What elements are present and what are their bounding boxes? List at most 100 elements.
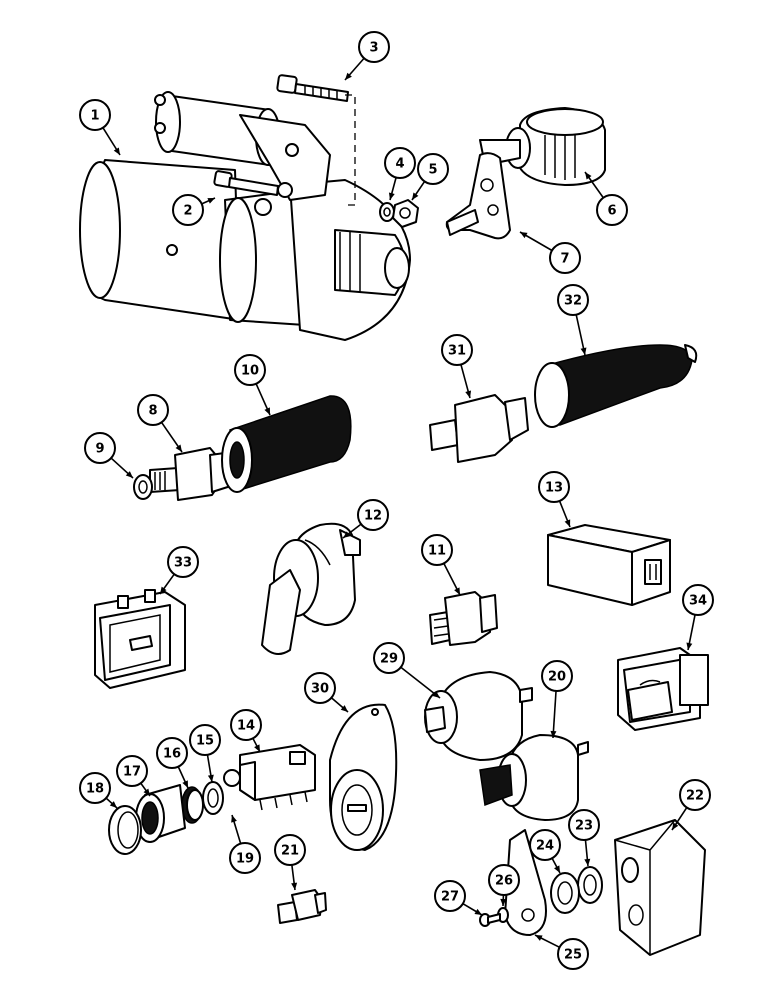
callout-number: 3 <box>369 41 378 56</box>
callout-number: 11 <box>428 544 446 559</box>
leader-arrow-13 <box>564 519 571 527</box>
leader-arrow-31 <box>465 390 472 398</box>
rocker-switch-part-33-drawing <box>94 589 186 689</box>
callout-number: 9 <box>95 442 104 457</box>
nut-part-5-drawing <box>392 199 419 228</box>
switch-part-14-drawing <box>223 744 316 811</box>
callout-26: 26 <box>488 864 520 896</box>
washer-part-4-drawing <box>379 202 395 222</box>
ring-part-15-drawing <box>202 781 224 815</box>
callout-circle <box>682 584 714 616</box>
callout-3: 3 <box>358 31 390 63</box>
leader-line-20 <box>552 690 557 739</box>
callout-number: 6 <box>607 204 616 219</box>
leader-arrow-33 <box>160 586 167 594</box>
screw-part-27-drawing <box>479 913 501 927</box>
callout-number: 13 <box>545 481 563 496</box>
leader-arrow-22 <box>672 822 679 830</box>
leader-arrow-1 <box>113 147 120 155</box>
callout-4: 4 <box>384 147 416 179</box>
callout-6: 6 <box>596 194 628 226</box>
callout-circle <box>156 737 188 769</box>
callout-circle <box>441 334 473 366</box>
washer-part-9-drawing <box>133 474 153 500</box>
callout-number: 17 <box>123 765 141 780</box>
callout-number: 33 <box>174 556 192 571</box>
callout-number: 2 <box>183 204 192 219</box>
callout-circle <box>434 880 466 912</box>
callout-circle <box>538 471 570 503</box>
callout-5: 5 <box>417 153 449 185</box>
callout-circle <box>357 499 389 531</box>
switch-part-20-drawing <box>479 734 589 821</box>
callout-24: 24 <box>529 829 561 861</box>
callout-circle <box>417 153 449 185</box>
callout-number: 5 <box>428 163 437 178</box>
pressure-switch-part-11-drawing <box>429 591 498 646</box>
callout-30: 30 <box>304 672 336 704</box>
leader-arrow-14 <box>254 744 260 752</box>
leader-arrow-20 <box>550 730 557 738</box>
leader-arrow-11 <box>454 587 460 595</box>
box-part-22-drawing <box>614 819 706 956</box>
leader-arrow-25 <box>535 935 543 941</box>
washer-part-23-drawing <box>577 866 603 904</box>
callout-number: 31 <box>448 344 466 359</box>
callout-number: 14 <box>237 719 255 734</box>
callout-circle <box>541 660 573 692</box>
leader-arrow-9 <box>125 471 133 478</box>
leader-arrow-19 <box>231 815 237 823</box>
callout-circle <box>384 147 416 179</box>
callout-33: 33 <box>167 546 199 578</box>
leader-lines <box>102 57 696 949</box>
callout-number: 30 <box>311 682 329 697</box>
leader-arrow-26 <box>500 898 507 906</box>
callout-number: 23 <box>575 819 593 834</box>
callout-number: 34 <box>689 594 707 609</box>
leader-arrow-24 <box>554 865 560 873</box>
callout-circle <box>137 394 169 426</box>
callout-1: 1 <box>79 99 111 131</box>
callout-27: 27 <box>434 880 466 912</box>
callout-number: 20 <box>548 670 566 685</box>
sender-part-21-drawing <box>277 889 327 924</box>
leader-arrow-29 <box>432 691 440 698</box>
leader-arrow-2 <box>207 198 215 204</box>
callout-21: 21 <box>274 834 306 866</box>
callout-15: 15 <box>189 724 221 756</box>
callout-number: 12 <box>364 509 382 524</box>
callout-circle <box>679 779 711 811</box>
callout-number: 1 <box>90 109 99 124</box>
leader-arrow-6 <box>585 172 592 180</box>
callout-34: 34 <box>682 584 714 616</box>
leader-arrow-17 <box>143 788 150 796</box>
leader-arrow-12 <box>343 531 351 538</box>
callout-31: 31 <box>441 334 473 366</box>
sender-part-31-drawing <box>429 394 529 463</box>
callout-19: 19 <box>229 842 261 874</box>
callout-number: 15 <box>196 734 214 749</box>
callout-17: 17 <box>116 755 148 787</box>
callout-number: 27 <box>441 890 459 905</box>
callout-number: 26 <box>495 874 513 889</box>
callout-13: 13 <box>538 471 570 503</box>
leader-arrow-7 <box>520 232 528 239</box>
callout-circle <box>234 354 266 386</box>
leader-arrow-8 <box>175 444 182 452</box>
leader-arrow-10 <box>264 407 270 415</box>
leader-line-29 <box>400 666 441 699</box>
leader-arrow-16 <box>182 780 188 788</box>
callout-circle <box>304 672 336 704</box>
callout-circle <box>84 432 116 464</box>
callout-32: 32 <box>557 284 589 316</box>
bezel-part-17-drawing <box>135 784 186 843</box>
callout-circle <box>568 809 600 841</box>
callout-circle <box>79 99 111 131</box>
callout-12: 12 <box>357 499 389 531</box>
switch-part-29-drawing <box>424 671 533 761</box>
callout-8: 8 <box>137 394 169 426</box>
callout-29: 29 <box>373 642 405 674</box>
callout-circle <box>488 864 520 896</box>
callout-circle <box>189 724 221 756</box>
